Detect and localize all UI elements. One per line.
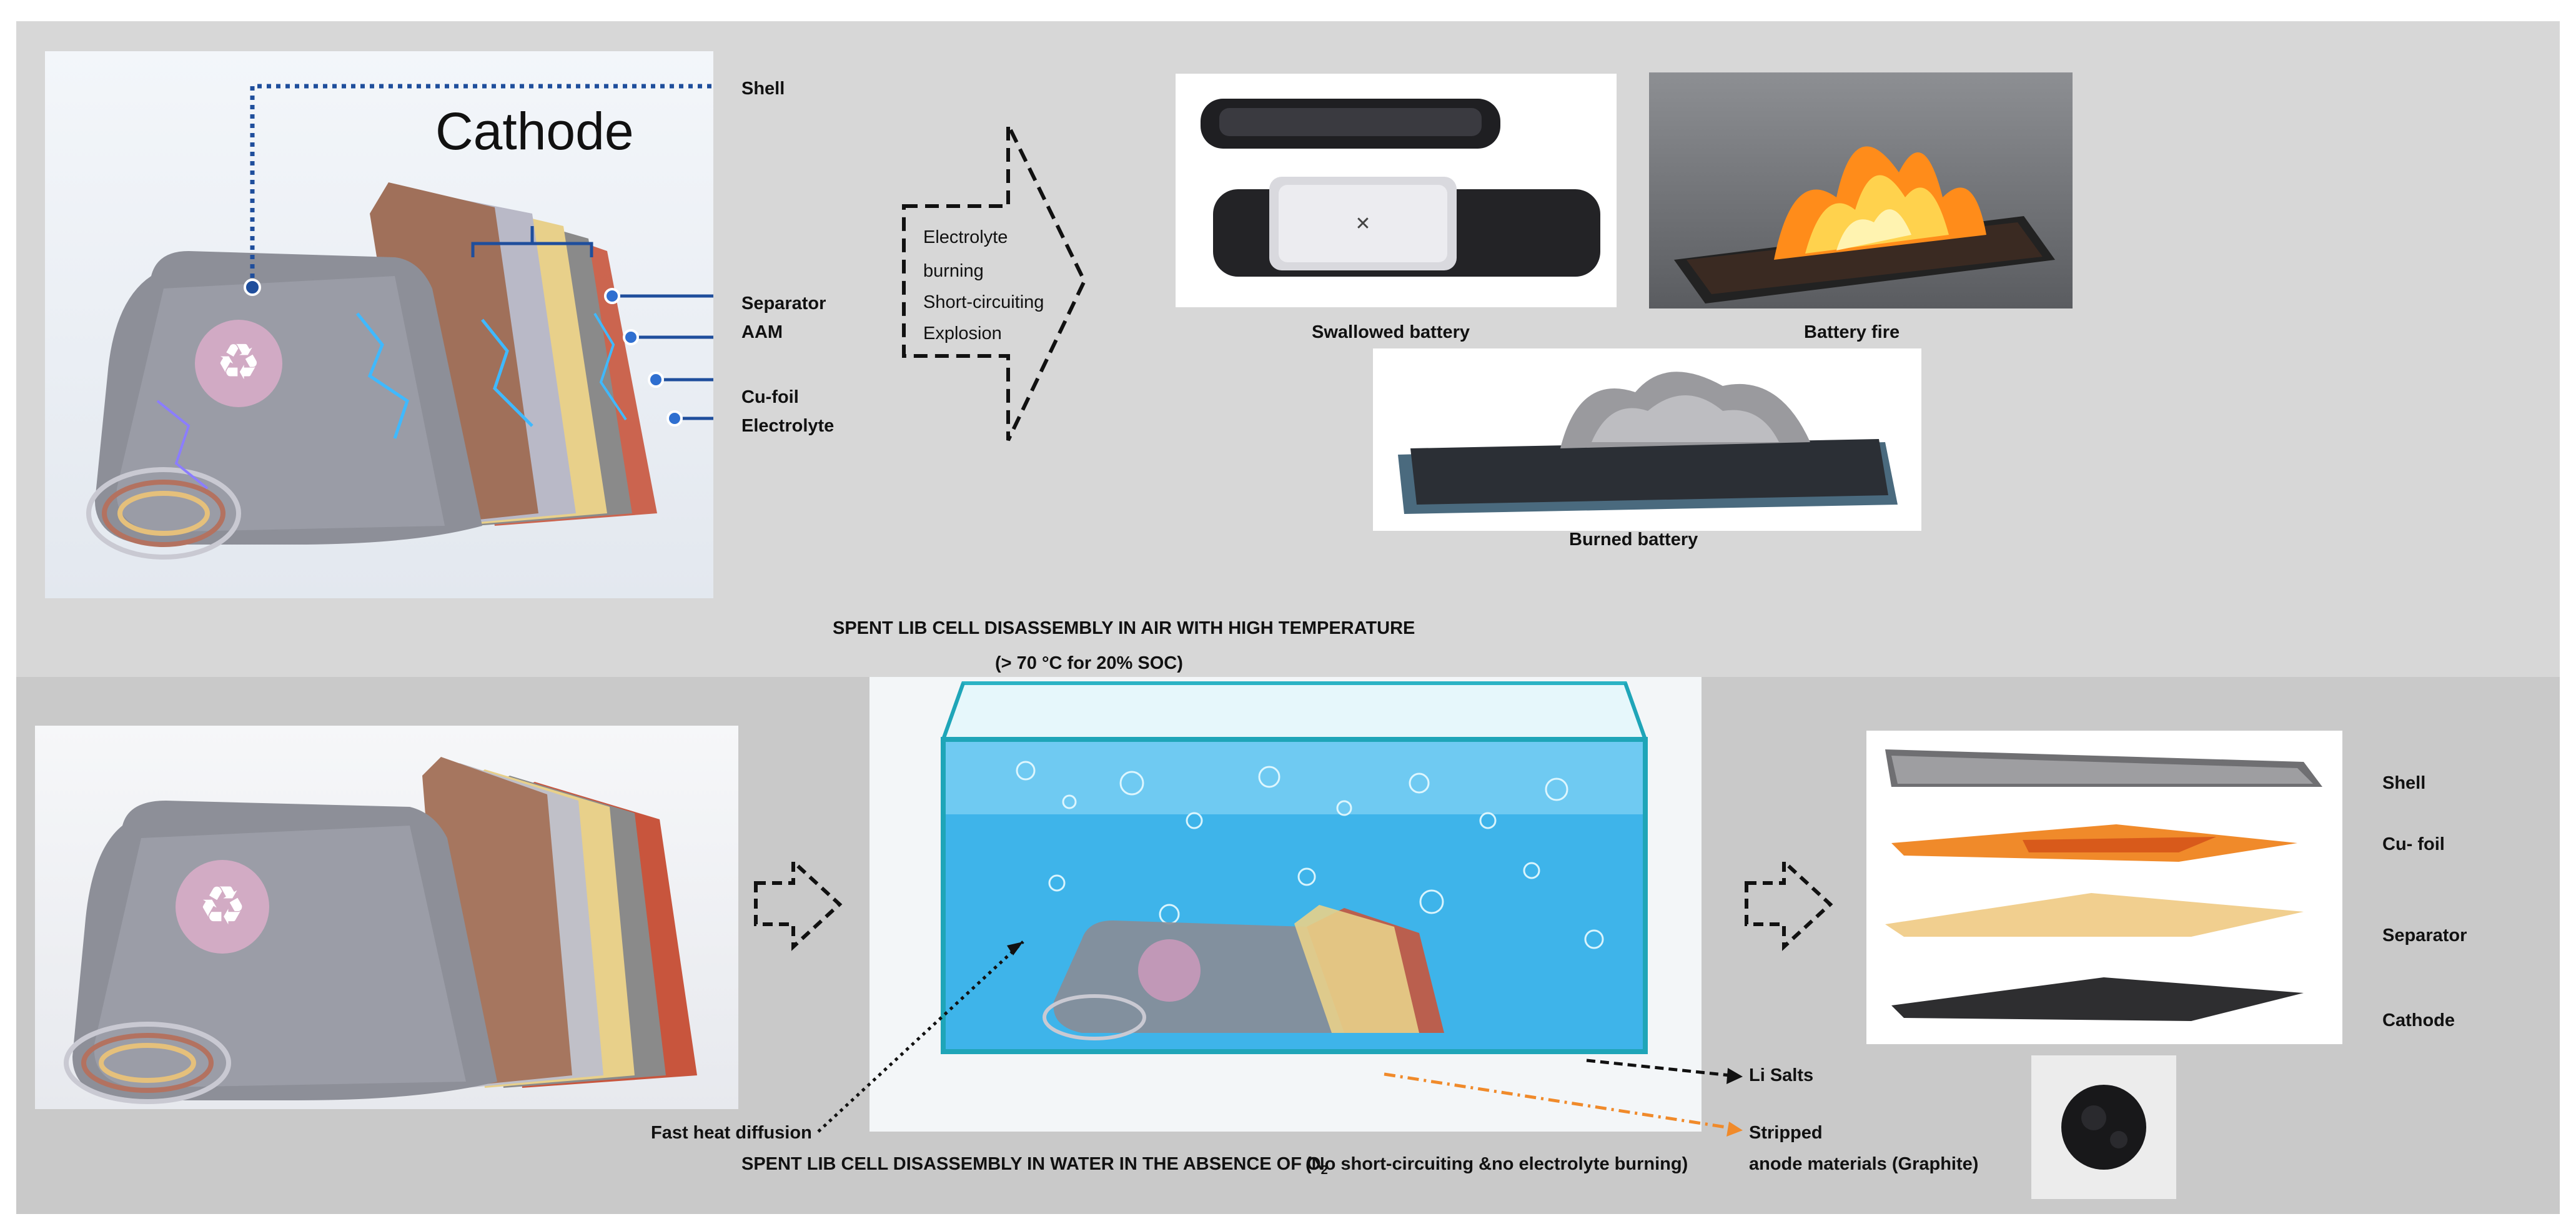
caption-battery-fire: Battery fire	[1804, 322, 1900, 342]
heading-water-main: SPENT LIB CELL DISASSEMBLY IN WATER IN T…	[741, 1154, 1321, 1174]
heading-water-disassembly: SPENT LIB CELL DISASSEMBLY IN WATER IN T…	[741, 1154, 1328, 1178]
burned-battery-photo	[1373, 348, 1921, 531]
label-fast-heat-diffusion: Fast heat diffusion	[651, 1123, 812, 1143]
label-stripped-anode: anode materials (Graphite)	[1749, 1154, 1979, 1174]
arrow-text-3: Short-circuiting	[923, 292, 1044, 312]
arrow-text-1: Electrolyte	[923, 227, 1008, 247]
label-separator-bottom: Separator	[2382, 925, 2467, 945]
label-shell-top: Shell	[741, 79, 785, 99]
heading-air-condition: (> 70 °C for 20% SOC)	[995, 653, 1183, 673]
label-cathode-bottom: Cathode	[2382, 1010, 2455, 1030]
label-cu-foil-bottom: Cu- foil	[2382, 834, 2445, 854]
arrow-text-4: Explosion	[923, 323, 1002, 343]
swallowed-battery-photo: ✕	[1176, 74, 1617, 307]
battery-illustration-top: ♻ Cathode	[45, 51, 713, 598]
label-separator-top: Separator	[741, 294, 826, 313]
label-li-salts: Li Salts	[1749, 1065, 1814, 1085]
battery-drawing-top: ♻	[86, 182, 657, 560]
svg-text:✕: ✕	[1355, 213, 1370, 235]
graphite-powder-photo	[2031, 1055, 2176, 1199]
heading-water-sub: 2	[1320, 1163, 1328, 1177]
battery-fire-photo	[1649, 72, 2073, 308]
battery-illustration-bottom: ♻	[35, 726, 738, 1109]
cathode-title: Cathode	[435, 102, 634, 160]
label-aam-top: AAM	[741, 322, 783, 342]
heading-water-note: (No short-circuiting &no electrolyte bur…	[1305, 1154, 1688, 1174]
svg-text:♻: ♻	[198, 875, 246, 937]
label-stripped: Stripped	[1749, 1123, 1823, 1143]
caption-burned-battery: Burned battery	[1569, 530, 1698, 550]
separated-components-photo	[1866, 731, 2342, 1044]
heading-air-disassembly: SPENT LIB CELL DISASSEMBLY IN AIR WITH H…	[833, 618, 1415, 638]
label-shell-bottom: Shell	[2382, 773, 2426, 793]
label-cu-foil-top: Cu-foil	[741, 387, 799, 407]
arrow-text-2: burning	[923, 261, 984, 281]
water-tank-illustration	[869, 677, 1702, 1132]
svg-text:♻: ♻	[216, 333, 261, 391]
label-electrolyte-top: Electrolyte	[741, 416, 835, 436]
caption-swallowed-battery: Swallowed battery	[1312, 322, 1470, 342]
